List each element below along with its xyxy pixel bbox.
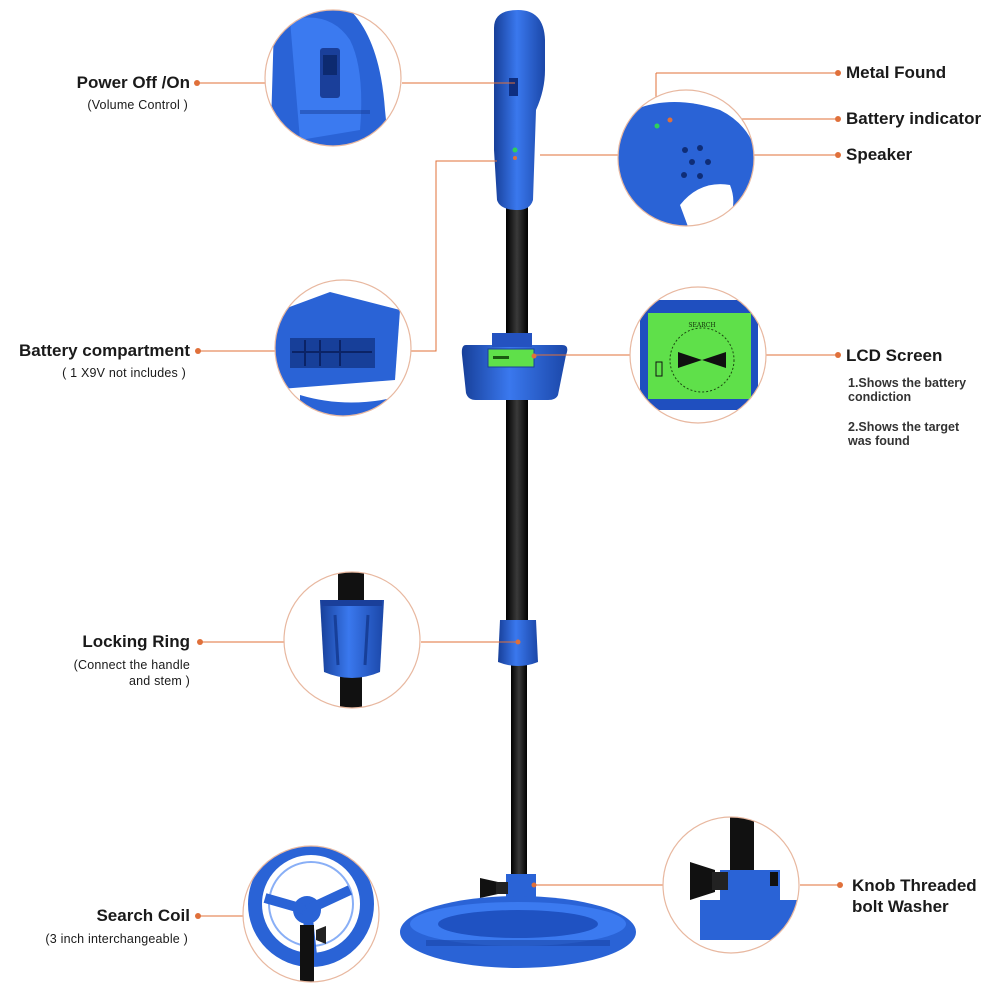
label-battery-compartment-sub: ( 1 X9V not includes ) — [62, 366, 186, 380]
connector-dots — [194, 70, 843, 919]
label-search-coil-sub: (3 inch interchangeable ) — [45, 932, 188, 946]
lower-stem — [511, 640, 527, 900]
label-search-coil-title: Search Coil — [96, 906, 190, 925]
label-metal-found: Metal Found — [846, 63, 947, 82]
upper-stem — [506, 200, 528, 650]
zoom-knob-washer — [662, 816, 800, 954]
lcd-mode-text: SEARCH — [688, 322, 715, 329]
label-locking-ring-sub2: and stem ) — [128, 674, 190, 688]
zoom-locking-ring — [283, 571, 421, 709]
label-lcd-note1a: 1.Shows the battery — [848, 376, 967, 390]
label-knob-title2: bolt Washer — [852, 897, 949, 916]
zoom-search-coil — [242, 845, 380, 983]
label-locking-ring-sub1: (Connect the handle — [73, 658, 190, 672]
label-power-sub: (Volume Control ) — [87, 98, 188, 112]
label-knob-title1: Knob Threaded — [852, 876, 977, 895]
zoom-battery-compartment — [274, 279, 412, 417]
handle — [494, 10, 545, 210]
label-lcd-note2a: 2.Shows the target — [848, 420, 960, 434]
main-device — [400, 10, 636, 968]
zoom-speaker — [617, 89, 755, 227]
zoom-power-switch — [264, 9, 402, 147]
label-locking-ring-title: Locking Ring — [82, 632, 190, 651]
label-battery-compartment-title: Battery compartment — [19, 341, 190, 360]
zoom-lcd-screen: SEARCH — [629, 286, 767, 424]
label-power-title: Power Off /On — [76, 73, 190, 92]
label-speaker: Speaker — [846, 145, 913, 164]
label-battery-indicator: Battery indicator — [846, 109, 982, 128]
label-lcd-note2b: was found — [848, 434, 910, 448]
label-lcd-note1b: condiction — [848, 390, 912, 404]
connector-lines — [197, 72, 838, 917]
label-lcd-screen: LCD Screen — [846, 346, 943, 365]
